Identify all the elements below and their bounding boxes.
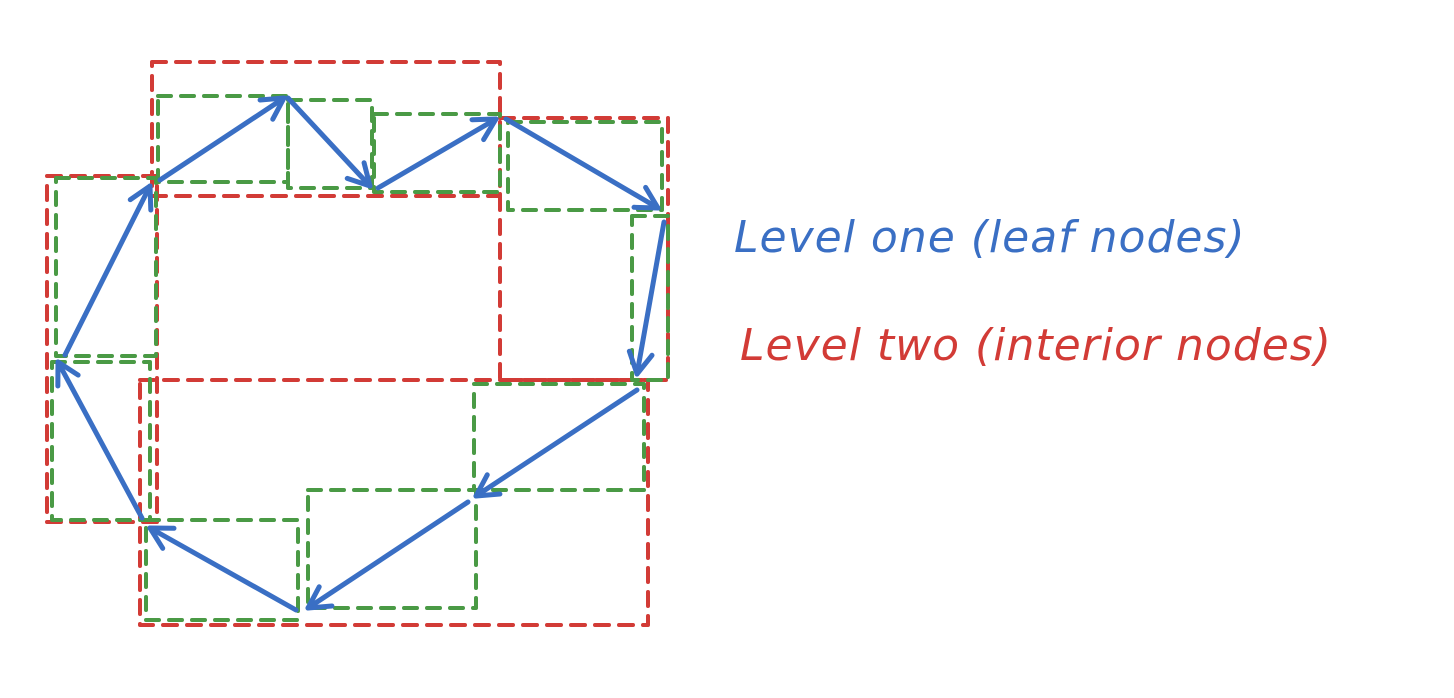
leaf-node-box	[306, 488, 478, 610]
legend-level-two: Level two (interior nodes)	[740, 320, 1332, 371]
leaf-traversal-arrows	[55, 95, 667, 613]
traversal-arrow	[55, 359, 145, 521]
traversal-arrow	[157, 95, 287, 183]
interior-node-box	[138, 378, 650, 627]
leaf-node-box	[506, 120, 664, 212]
leaf-node-box	[54, 176, 158, 358]
traversal-arrow	[305, 499, 471, 611]
level-one-leaf-boxes	[50, 94, 670, 622]
traversal-arrow	[285, 95, 373, 189]
traversal-arrow	[375, 116, 499, 191]
leaf-node-box	[372, 112, 502, 194]
traversal-arrow	[626, 219, 667, 377]
traversal-arrow	[503, 116, 661, 211]
traversal-arrow	[473, 387, 640, 499]
leaf-node-box	[50, 360, 152, 522]
leaf-node-box	[144, 518, 300, 622]
interior-node-box	[150, 60, 502, 198]
legend-level-one: Level one (leaf nodes)	[734, 212, 1246, 263]
traversal-arrow	[62, 183, 154, 358]
traversal-arrow	[147, 525, 299, 613]
leaf-node-box	[630, 214, 670, 382]
level-two-interior-boxes	[45, 60, 670, 627]
